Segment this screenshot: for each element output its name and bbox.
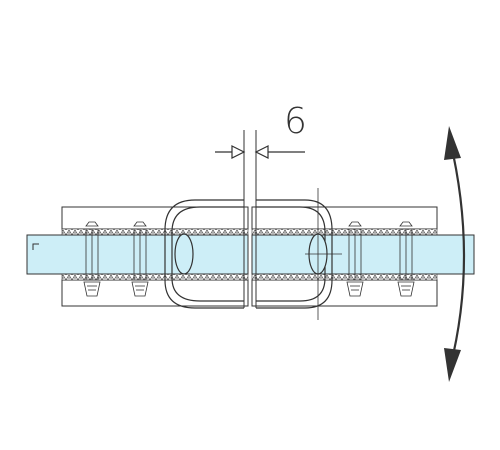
gasket-top-right: [251, 228, 438, 236]
glass-panes: [26, 234, 475, 275]
bolt-1: [83, 221, 101, 297]
bolt-2: [131, 221, 149, 297]
gasket-bottom-left: [61, 273, 249, 281]
bolts: [83, 221, 415, 297]
gasket-top-left: [61, 228, 249, 236]
gasket-bottom-right: [251, 273, 438, 281]
glass-pane-left: [26, 234, 249, 275]
connector-bore-left: [174, 233, 194, 275]
connector-left-half: [164, 199, 244, 309]
dimension-arrows-icon: [215, 145, 305, 159]
gap-lines: [243, 130, 319, 320]
glass-pane-right: [251, 234, 475, 275]
bolt-4: [397, 221, 415, 297]
bolt-3: [346, 221, 364, 297]
curved-double-arrow-icon: [444, 126, 466, 382]
connector-right-half: [256, 199, 333, 309]
gap-dimension-label: 6: [284, 101, 307, 142]
glass-edge-mark: [32, 243, 39, 250]
